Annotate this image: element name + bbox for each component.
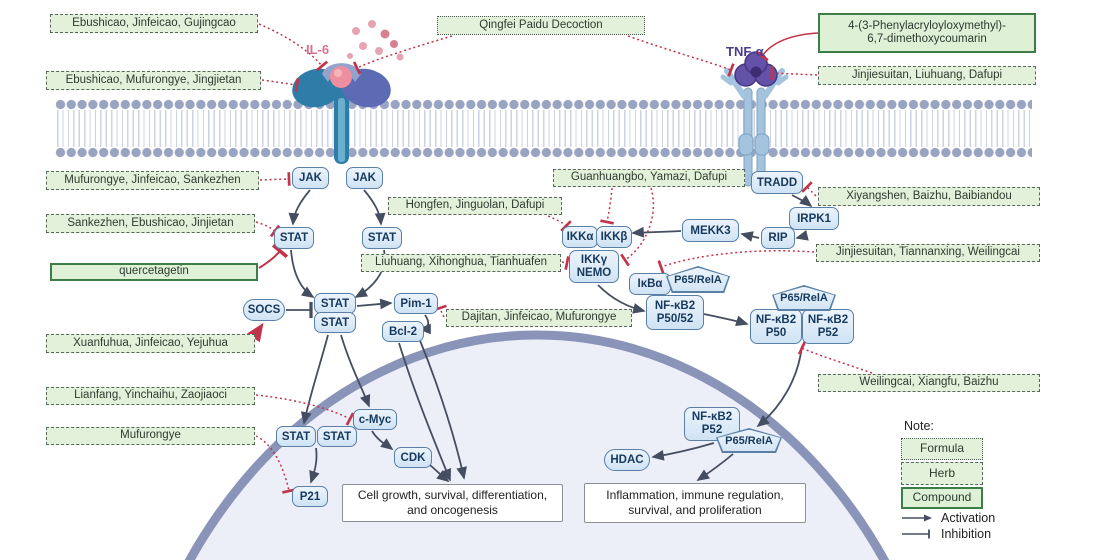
herb-box-h7: Mufurongye xyxy=(46,427,255,445)
herb-box-h9: Liuhuang, Xihonghua, Tianhuafen xyxy=(361,254,561,272)
membrane-tails xyxy=(57,110,1030,147)
node-nfkb2-p5052: NF-κB2 P50/52 xyxy=(646,295,704,330)
red-dotted-inhibition-links xyxy=(255,23,873,494)
node-ikkg-nemo: IKKγ NEMO xyxy=(569,250,619,283)
il6-label: IL-6 xyxy=(306,42,330,57)
node-jak-2: JAK xyxy=(346,167,383,189)
outcome-inflammation: Inflammation, immune regulation, surviva… xyxy=(584,483,806,523)
node-ikkb: IKKβ xyxy=(596,226,632,248)
herb-box-h4: Sankezhen, Ebushicao, Jinjietan xyxy=(46,214,255,233)
tnf-receptor xyxy=(720,51,789,187)
node-stat-left: STAT xyxy=(274,227,314,249)
legend-compound-box: Compound xyxy=(901,487,983,509)
node-stat-dimer-bottom: STAT xyxy=(314,312,356,333)
compound-coumarin-line2: 6,7-dimethoxycoumarin xyxy=(867,33,987,45)
node-p65rela-1: P65/RelA xyxy=(666,266,730,293)
il6-ligand-dots xyxy=(347,20,404,61)
herb-box-h10: Dajitan, Jinfeicao, Mufurongye xyxy=(446,309,632,327)
herb-box-h2: Ebushicao, Mufurongye, Jingjietan xyxy=(46,71,261,90)
nfkb2-label: NF-κB2 xyxy=(807,313,849,326)
il6-receptor xyxy=(292,20,404,164)
herb-box-h8: Hongfen, Jinguolan, Dafupi xyxy=(388,197,562,215)
p50-label: P50 xyxy=(765,326,787,339)
herb-box-h12: Jinjiesuitan, Liuhuang, Dafupi xyxy=(818,66,1036,85)
activation-arrows xyxy=(286,189,813,484)
herb-box-h15: Weilingcai, Xiangfu, Baizhu xyxy=(818,374,1040,392)
herb-box-h13: Xiyangshen, Baizhu, Baibiandou xyxy=(818,187,1040,206)
herb-box-h1: Ebushicao, Jinfeicao, Gujingcao xyxy=(50,14,258,33)
herb-box-h11: Guanhuangbo, Yamazi, Dafupi xyxy=(553,169,745,187)
node-cmyc: c-Myc xyxy=(353,409,397,430)
legend-herb-box: Herb xyxy=(901,462,983,485)
red-solid-links xyxy=(246,32,819,343)
node-stat-nuclear-1: STAT xyxy=(276,426,316,447)
node-ikka: IKKα xyxy=(562,226,598,248)
node-stat-dimer-top: STAT xyxy=(314,293,356,314)
legend-note-label: Note: xyxy=(904,419,934,433)
node-stat-dimer: STAT STAT xyxy=(314,293,356,333)
node-irpk1: IRPK1 xyxy=(789,207,839,230)
node-jak-1: JAK xyxy=(292,167,329,189)
node-bcl2: Bcl-2 xyxy=(382,321,424,342)
node-pim1: Pim-1 xyxy=(394,293,438,314)
legend-formula-box: Formula xyxy=(901,438,983,460)
node-p65rela-1-label: P65/RelA xyxy=(667,267,729,292)
node-p65rela-2: P65/RelA xyxy=(772,285,836,311)
membrane-inner-leaflet xyxy=(55,146,1032,159)
outcome-cell-growth: Cell growth, survival, differentiation, … xyxy=(342,484,563,522)
nucleus xyxy=(184,330,890,560)
node-mekk3: MEKK3 xyxy=(682,219,739,242)
node-nemo-label: NEMO xyxy=(576,266,612,279)
node-ikba: IκBα xyxy=(629,273,671,295)
legend-activation-row: Activation xyxy=(901,511,995,525)
inhibition-bar-icon xyxy=(902,529,930,539)
node-stat-nuclear-2: STAT xyxy=(317,426,357,447)
legend-inhibition-label: Inhibition xyxy=(941,527,992,541)
node-rip: RIP xyxy=(761,227,795,249)
herb-box-h6: Lianfang, Yinchaihu, Zaojiaoci xyxy=(46,387,255,405)
formula-box-qingfei: Qingfei Paidu Decoction xyxy=(437,16,645,35)
legend-activation-label: Activation xyxy=(941,511,996,525)
herb-box-h3: Mufurongye, Jinfeicao, Sankezhen xyxy=(46,171,259,190)
nfkb2-label: NF-κB2 xyxy=(691,411,733,424)
node-hdac: HDAC xyxy=(604,449,650,471)
node-ikkg-label: IKKγ xyxy=(580,253,608,266)
node-nfkb2-p50: NF-κB2 P50 xyxy=(750,309,802,344)
p52-label: P52 xyxy=(817,326,839,339)
node-socs: SOCS xyxy=(243,299,285,321)
node-p65rela-3-label: P65/RelA xyxy=(717,429,781,452)
node-p65rela-2-label: P65/RelA xyxy=(773,286,835,310)
compound-coumarin-line1: 4-(3-Phenylacryloyloxymethyl)- xyxy=(848,19,1006,32)
p5052-label: P50/52 xyxy=(656,312,694,325)
node-stat-mid: STAT xyxy=(362,227,402,249)
node-p65rela-3: P65/RelA xyxy=(716,428,782,453)
node-cdk: CDK xyxy=(394,447,432,468)
p52-label: P52 xyxy=(701,424,723,436)
nfkb2-label: NF-κB2 xyxy=(654,299,696,312)
nfkb2-label: NF-κB2 xyxy=(755,313,797,326)
node-p21: P21 xyxy=(292,486,328,507)
compound-box-quercetagetin: quercetagetin xyxy=(50,263,258,281)
compound-box-coumarin: 4-(3-Phenylacryloyloxymethyl)- 6,7-dimet… xyxy=(818,13,1036,53)
node-nfkb2-p52: NF-κB2 P52 xyxy=(802,309,854,344)
herb-box-h5: Xuanfuhua, Jinfeicao, Yejuhua xyxy=(46,334,255,353)
herb-box-h14: Jinjiesuitan, Tiannanxing, Weilingcai xyxy=(816,244,1040,262)
tnf-alpha-label: TNF-α xyxy=(726,44,764,59)
node-nfkb2-p52-nuclear: NF-κB2 P52 xyxy=(684,407,740,441)
activation-arrow-icon xyxy=(902,514,932,522)
node-tradd: TRADD xyxy=(751,171,803,194)
legend-inhibition-row: Inhibition xyxy=(901,527,991,541)
